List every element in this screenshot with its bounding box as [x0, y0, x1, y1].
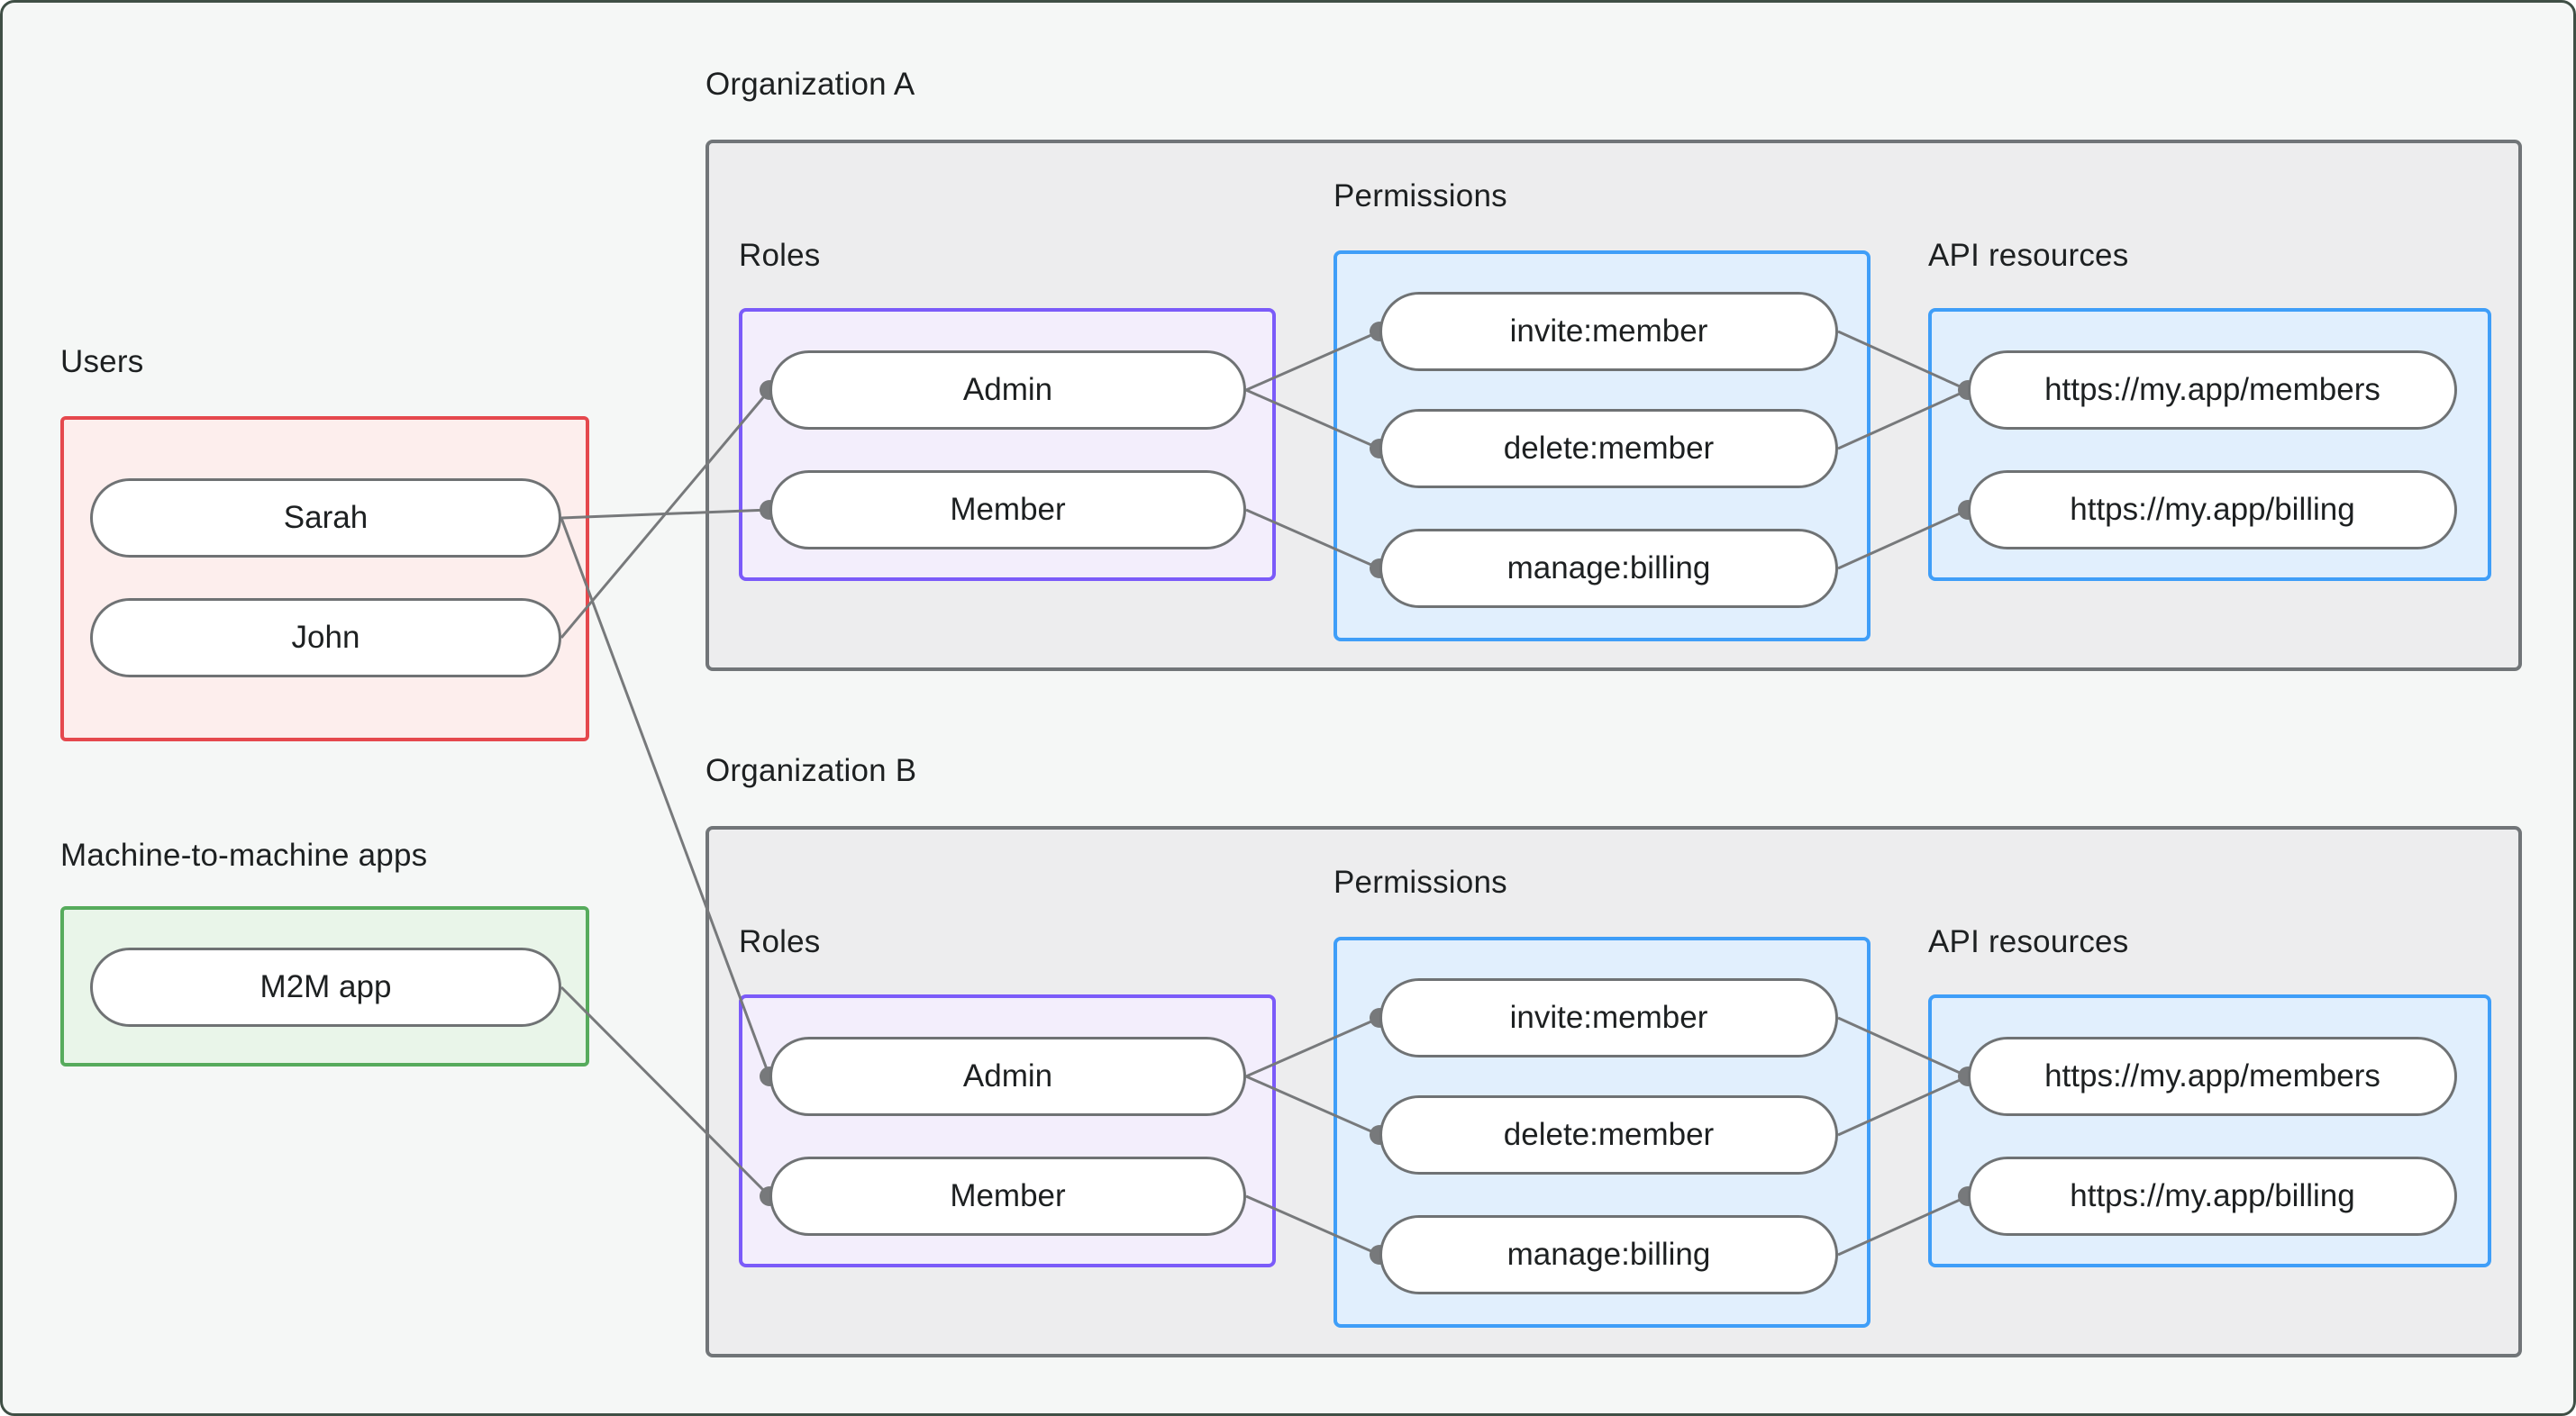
- node-orgb-member: Member: [769, 1157, 1246, 1236]
- node-orgb-api-billing: https://my.app/billing: [1968, 1157, 2457, 1236]
- users-group-box: [60, 416, 589, 741]
- node-m2m-app: M2M app: [90, 948, 561, 1027]
- edge-m2m-orgb-member: [560, 985, 771, 1198]
- node-sarah: Sarah: [90, 478, 561, 558]
- node-orgb-invite-member: invite:member: [1379, 978, 1838, 1057]
- org-a-roles-label: Roles: [739, 238, 821, 273]
- node-orga-manage-billing: manage:billing: [1379, 529, 1838, 608]
- users-group-label: Users: [60, 344, 144, 379]
- node-orga-member: Member: [769, 470, 1246, 549]
- edge-orga-admin-delete: [1245, 388, 1380, 450]
- node-orgb-delete-member: delete:member: [1379, 1095, 1838, 1175]
- edge-orgb-manage-billing: [1837, 1194, 1969, 1257]
- node-orga-api-billing: https://my.app/billing: [1968, 470, 2457, 549]
- edge-sarah-orgb-admin: [560, 517, 771, 1077]
- edge-orga-invite-members: [1837, 330, 1969, 392]
- node-orgb-manage-billing: manage:billing: [1379, 1215, 1838, 1294]
- org-a-title: Organization A: [705, 67, 915, 102]
- edge-orgb-invite-members: [1837, 1016, 1969, 1078]
- edge-orgb-admin-delete: [1245, 1075, 1380, 1137]
- edge-john-orga-admin: [560, 389, 771, 639]
- edge-orga-manage-billing: [1837, 508, 1969, 570]
- node-orga-delete-member: delete:member: [1379, 409, 1838, 488]
- edge-orga-delete-members: [1837, 388, 1969, 450]
- node-orga-admin: Admin: [769, 350, 1246, 430]
- node-john: John: [90, 598, 561, 677]
- edges-layer: [560, 322, 1978, 1265]
- org-b-permissions-label: Permissions: [1334, 865, 1507, 900]
- edge-orgb-delete-members: [1837, 1075, 1969, 1137]
- node-orgb-api-members: https://my.app/members: [1968, 1037, 2457, 1116]
- node-orga-invite-member: invite:member: [1379, 292, 1838, 371]
- org-a-api-label: API resources: [1928, 238, 2129, 273]
- edge-orgb-admin-invite: [1245, 1016, 1380, 1078]
- edge-orgb-member-manage: [1245, 1194, 1380, 1257]
- edge-orga-member-manage: [1245, 508, 1380, 570]
- org-b-api-label: API resources: [1928, 924, 2129, 959]
- node-orgb-admin: Admin: [769, 1037, 1246, 1116]
- edge-orga-admin-invite: [1245, 330, 1380, 392]
- node-orga-api-members: https://my.app/members: [1968, 350, 2457, 430]
- org-b-roles-label: Roles: [739, 924, 821, 959]
- org-b-title: Organization B: [705, 753, 917, 788]
- m2m-group-label: Machine-to-machine apps: [60, 838, 428, 873]
- org-a-permissions-label: Permissions: [1334, 178, 1507, 213]
